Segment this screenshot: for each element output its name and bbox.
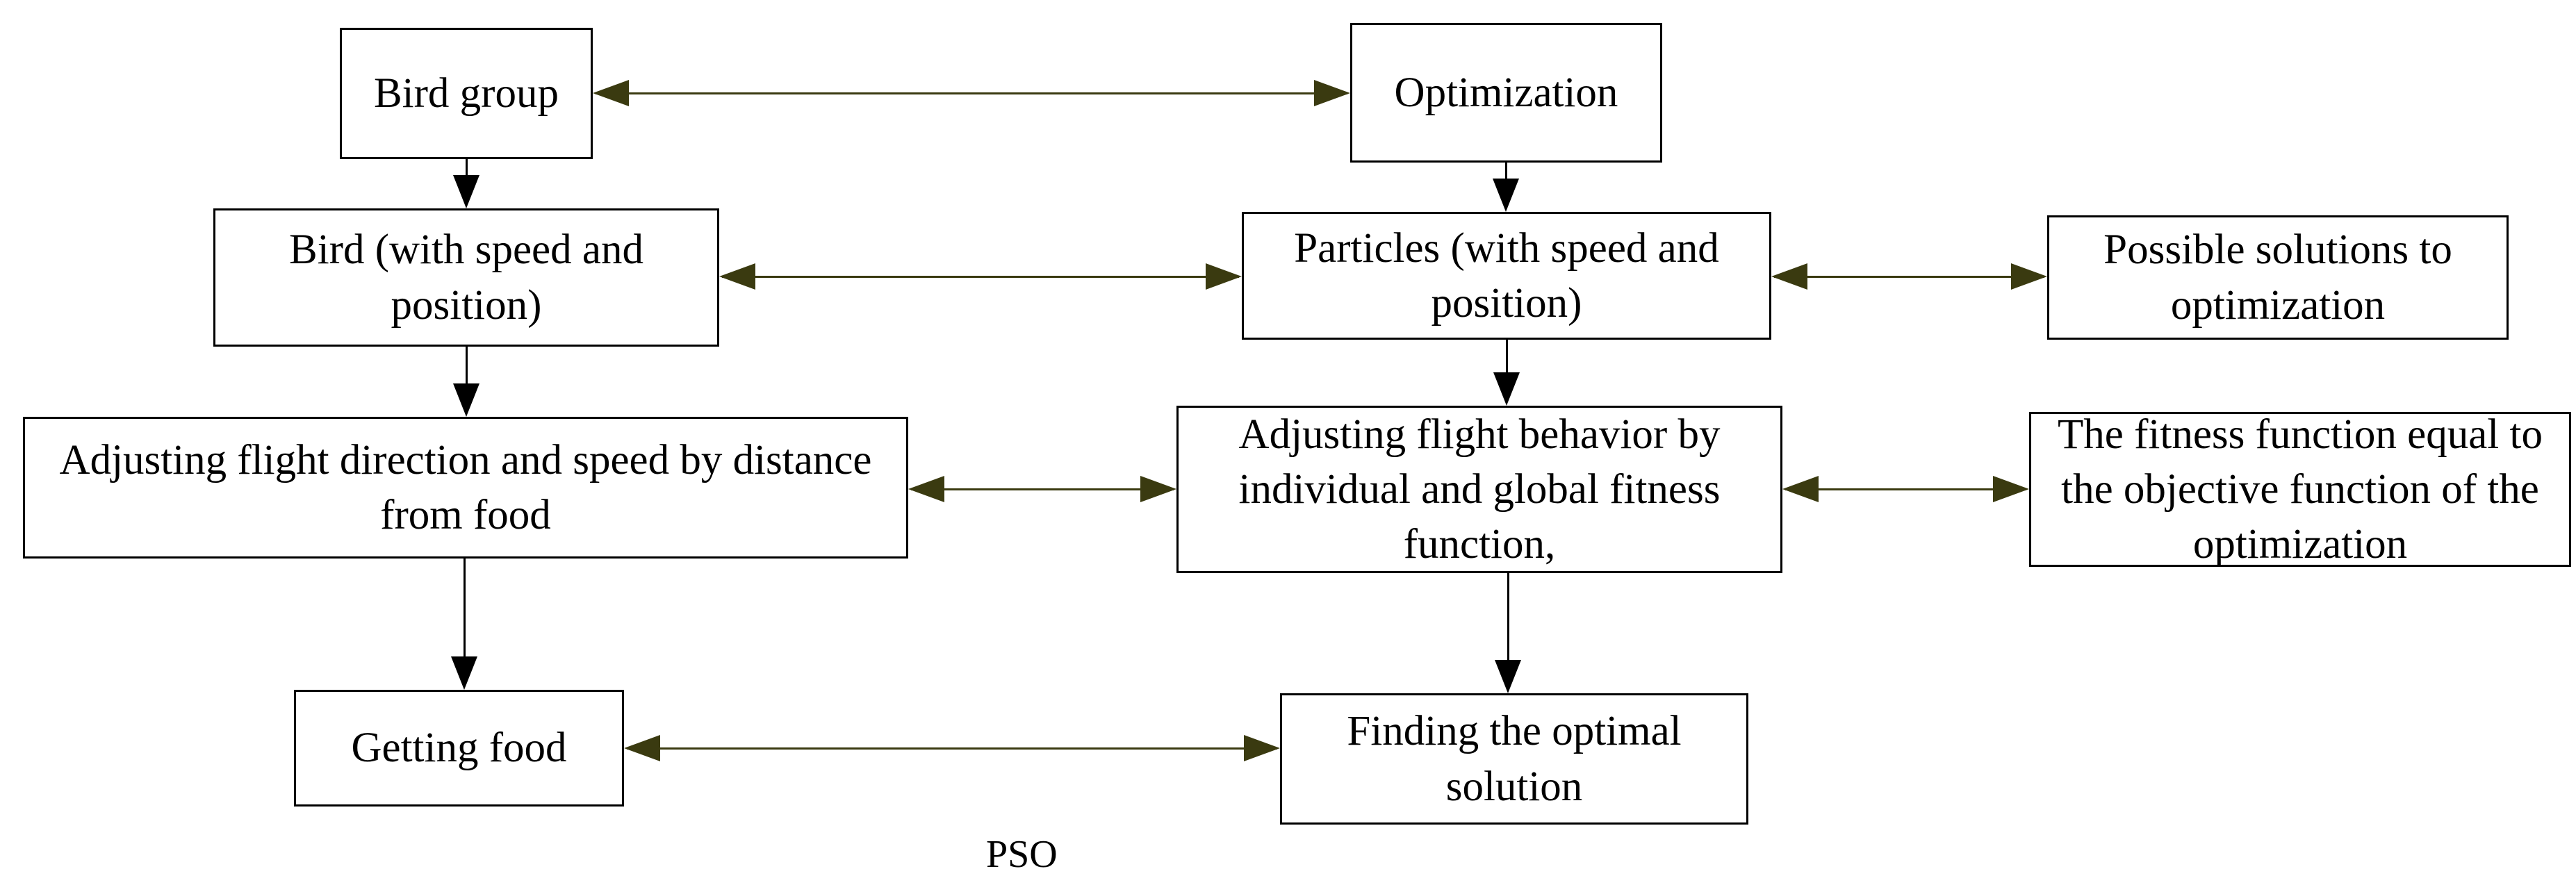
diagram-caption: PSO <box>986 833 1058 876</box>
node-fitness-function: The fitness function equal to the object… <box>2029 411 2571 568</box>
node-bird-speed-position: Bird (with speed and position) <box>213 208 719 347</box>
arrow-head-right-icon <box>1993 476 2029 502</box>
arrow-head-right-icon <box>1140 476 1176 502</box>
node-adjusting-direction: Adjusting flight direction and speed by … <box>23 417 908 559</box>
arrow-line <box>1505 340 1508 402</box>
arrow-head-left-icon <box>1771 263 1807 290</box>
node-bird-group: Bird group <box>340 28 593 159</box>
arrow-line <box>596 92 1347 94</box>
arrow-line <box>1785 488 2026 490</box>
node-optimization-label: Optimization <box>1394 69 1618 116</box>
arrow-head-left-icon <box>624 735 660 761</box>
node-bird-group-label: Bird group <box>373 69 559 117</box>
arrow-head-down-icon <box>1493 179 1519 212</box>
arrow-line <box>1774 275 2044 278</box>
node-finding-optimal-label: Finding the optimal solution <box>1347 708 1682 810</box>
arrow-head-down-icon <box>1495 660 1521 693</box>
arrow-head-down-icon <box>453 383 479 417</box>
arrow-line <box>627 747 1277 750</box>
arrow-line <box>465 347 468 413</box>
node-optimization: Optimization <box>1350 23 1662 163</box>
arrow-line <box>911 488 1174 490</box>
node-bird-speed-position-label: Bird (with speed and position) <box>289 226 643 329</box>
arrow-line <box>722 275 1239 278</box>
node-adjusting-direction-label: Adjusting flight direction and speed by … <box>59 436 872 538</box>
arrow-head-right-icon <box>1244 735 1280 761</box>
node-adjusting-behavior-label: Adjusting flight behavior by individual … <box>1238 411 1721 568</box>
arrow-head-right-icon <box>1206 263 1242 290</box>
node-particles-speed-position: Particles (with speed and position) <box>1242 212 1771 340</box>
arrow-head-left-icon <box>593 80 629 106</box>
arrow-head-right-icon <box>1314 80 1350 106</box>
node-fitness-function-label: The fitness function equal to the object… <box>2058 411 2543 568</box>
arrow-head-left-icon <box>1782 476 1819 502</box>
node-possible-solutions: Possible solutions to optimization <box>2047 215 2509 340</box>
arrow-head-right-icon <box>2011 263 2047 290</box>
node-finding-optimal: Finding the optimal solution <box>1280 693 1748 825</box>
arrow-line <box>463 559 466 686</box>
arrow-head-down-icon <box>451 656 477 690</box>
arrow-head-down-icon <box>453 175 479 208</box>
node-particles-speed-position-label: Particles (with speed and position) <box>1294 224 1719 326</box>
node-getting-food-label: Getting food <box>351 725 567 772</box>
node-getting-food: Getting food <box>294 690 624 807</box>
arrow-head-left-icon <box>908 476 944 502</box>
node-adjusting-behavior: Adjusting flight behavior by individual … <box>1176 406 1782 573</box>
node-possible-solutions-label: Possible solutions to optimization <box>2103 226 2452 329</box>
arrow-head-left-icon <box>719 263 755 290</box>
arrow-line <box>1507 573 1509 689</box>
arrow-head-down-icon <box>1493 372 1520 406</box>
